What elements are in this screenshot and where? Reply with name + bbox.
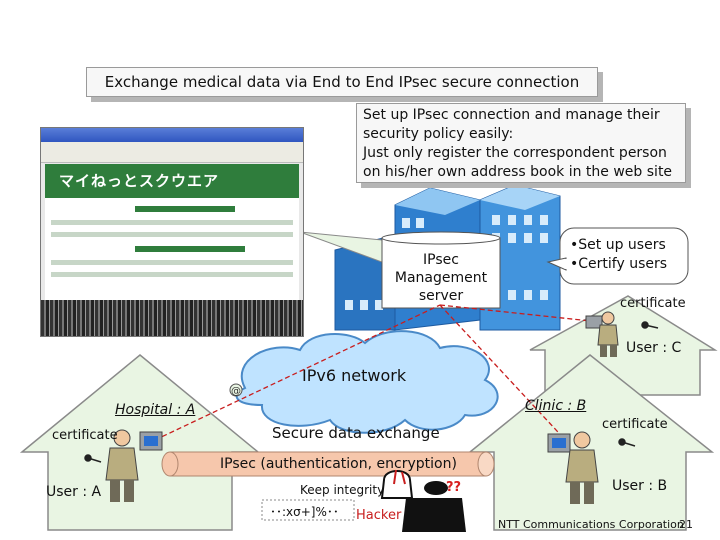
browser-titlebar <box>41 128 303 142</box>
person-user-b-icon <box>547 431 599 504</box>
browser-toolbar <box>41 142 303 163</box>
hacker-label: Hacker <box>356 508 402 523</box>
portal-row <box>51 272 293 277</box>
portal-banner: マイねっとスクウエア <box>45 164 299 198</box>
slide-title: Exchange medical data via End to End IPs… <box>86 67 598 97</box>
server-label: IPsec Management server <box>382 251 500 305</box>
note-line: Just only register the correspondent per… <box>363 145 667 161</box>
secure-links <box>154 304 601 446</box>
portal-row <box>51 232 293 237</box>
certificate-key-icon-b <box>618 438 636 447</box>
callout-line: •Certify users <box>570 256 668 272</box>
keep-integrity-label: Keep integrity <box>300 483 385 497</box>
ipsec-tunnel-pipe <box>161 451 495 477</box>
ipsec-management-server <box>381 231 501 309</box>
certificate-label-b: certificate <box>602 417 668 432</box>
setup-note: Set up IPsec connection and manage their… <box>356 103 686 183</box>
page-number: 21 <box>679 518 693 531</box>
garbled-data-text: ･･:xσ+]%･･ <box>270 505 339 519</box>
network-label: IPv6 network <box>302 366 407 385</box>
note-line: on his/her own address book in the web s… <box>363 164 673 180</box>
portal-section-header <box>135 246 245 252</box>
callout-line: •Set up users <box>570 237 666 253</box>
clinic-label: Clinic : B <box>525 398 587 414</box>
hacker-icon <box>380 469 466 532</box>
portal-section-header <box>135 206 235 212</box>
person-user-c-icon <box>585 311 619 357</box>
hospital-label: Hospital : A <box>115 402 196 418</box>
server-label-line: server <box>418 288 464 304</box>
note-line: security policy easily: <box>363 126 514 142</box>
note-line: Set up IPsec connection and manage their <box>363 107 660 123</box>
router-icon: @ <box>229 383 243 397</box>
server-label-line: Management <box>394 270 488 286</box>
user-a-label: User : A <box>46 484 102 500</box>
certificate-label-a: certificate <box>52 428 118 443</box>
certificate-key-icon-c <box>641 321 659 329</box>
svg-text:@: @ <box>231 386 241 397</box>
users-callout <box>546 227 689 285</box>
question-marks: ?? <box>446 480 462 495</box>
footer-company: NTT Communications Corporation <box>498 518 684 531</box>
portal-row <box>51 220 293 225</box>
garbled-data-box <box>261 499 355 521</box>
certificate-label-c: certificate <box>620 296 686 311</box>
certificate-key-icon-a <box>84 454 102 463</box>
secure-exchange-label: Secure data exchange <box>272 424 440 442</box>
portal-page: マイねっとスクウエア <box>45 164 299 300</box>
portal-banner-text: マイねっとスクウエア <box>59 172 220 190</box>
portal-row <box>51 260 293 265</box>
user-b-label: User : B <box>612 478 668 494</box>
screenshot-noise <box>41 300 303 336</box>
person-user-a-icon <box>105 429 163 502</box>
ipsec-label: IPsec (authentication, encryption) <box>220 456 457 472</box>
users-callout-text: •Set up users •Certify users <box>570 236 667 274</box>
server-label-line: IPsec <box>423 252 459 268</box>
web-portal-screenshot: マイねっとスクウエア <box>40 127 304 337</box>
ipv6-network-cloud <box>235 330 499 434</box>
user-c-label: User : C <box>626 340 682 356</box>
